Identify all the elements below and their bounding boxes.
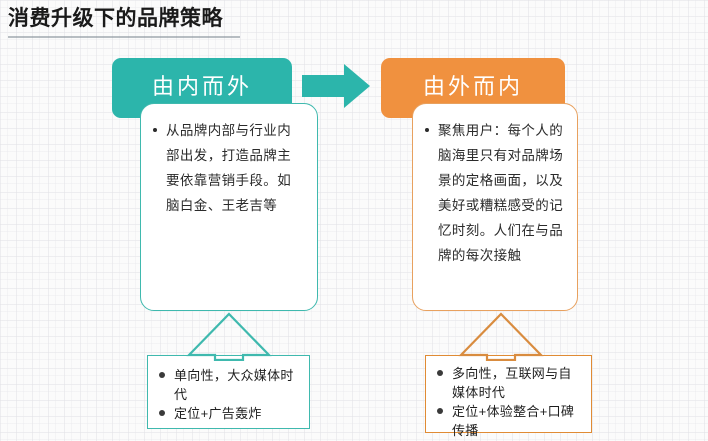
footer-list-inside-out: 单向性，大众媒体时代 定位+广告轰炸 <box>152 366 301 423</box>
footer-box-inside-out: 单向性，大众媒体时代 定位+广告轰炸 <box>147 355 310 429</box>
arrow-up-outline-icon-left <box>186 311 272 362</box>
arrow-right-icon <box>300 62 372 110</box>
header-label-inside-out: 由内而外 <box>151 74 252 99</box>
body-card-outside-in: 聚焦用户：每个人的脑海里只有对品牌场景的定格画面，以及美好或糟糕感受的记忆时刻。… <box>412 103 578 311</box>
footer-list-outside-in: 多向性，互联网与自媒体时代 定位+体验整合+口碑传播 <box>430 364 583 440</box>
list-item: 定位+体验整合+口碑传播 <box>430 402 583 440</box>
title-underline <box>8 36 240 38</box>
list-item: 定位+广告轰炸 <box>152 404 301 423</box>
page-title: 消费升级下的品牌策略 <box>8 7 223 30</box>
body-list-inside-out: 从品牌内部与行业内部出发，打造品牌主要依靠营销手段。如脑白金、王老吉等 <box>151 118 303 218</box>
list-item: 从品牌内部与行业内部出发，打造品牌主要依靠营销手段。如脑白金、王老吉等 <box>151 118 303 218</box>
list-item: 多向性，互联网与自媒体时代 <box>430 364 583 402</box>
footer-box-outside-in: 多向性，互联网与自媒体时代 定位+体验整合+口碑传播 <box>425 355 592 438</box>
header-label-outside-in: 由外而内 <box>422 74 523 99</box>
list-item: 聚焦用户：每个人的脑海里只有对品牌场景的定格画面，以及美好或糟糕感受的记忆时刻。… <box>423 118 565 268</box>
page-title-block: 消费升级下的品牌策略 <box>8 4 328 40</box>
arrow-up-outline-icon-right <box>458 311 544 362</box>
body-list-outside-in: 聚焦用户：每个人的脑海里只有对品牌场景的定格画面，以及美好或糟糕感受的记忆时刻。… <box>423 118 565 268</box>
body-card-inside-out: 从品牌内部与行业内部出发，打造品牌主要依靠营销手段。如脑白金、王老吉等 <box>140 103 318 311</box>
list-item: 单向性，大众媒体时代 <box>152 366 301 404</box>
